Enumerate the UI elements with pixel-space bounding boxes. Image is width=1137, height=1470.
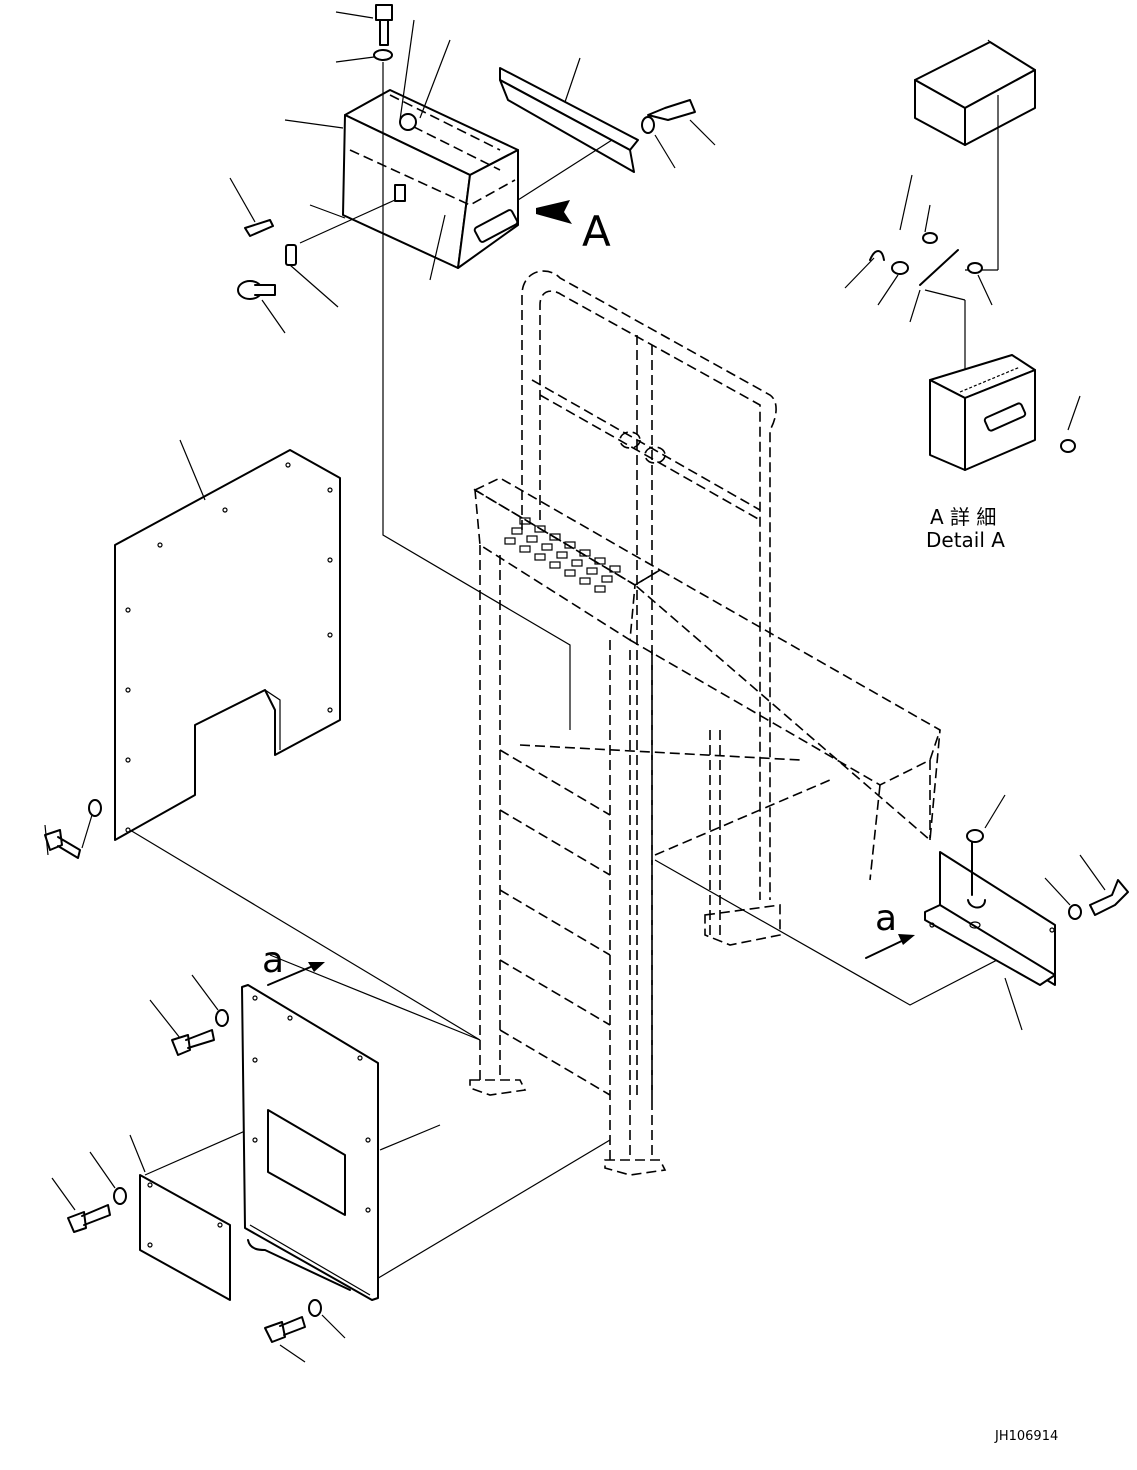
section-arrow-a-right: a: [865, 898, 915, 959]
bracket-bolt: [1044, 854, 1129, 920]
side-cover-bolt: [44, 799, 102, 859]
battery-box: [342, 89, 519, 281]
mounting-bracket-right: [924, 794, 1056, 1031]
inspection-cover-bolt: [51, 1151, 127, 1233]
lower-panel-bolt-top: [149, 974, 229, 1056]
section-arrow-a-label-right: a: [875, 898, 897, 939]
inspection-cover: [129, 1134, 231, 1301]
ladder-assembly: [469, 270, 941, 1176]
detail-a-label-en: Detail A: [926, 528, 1005, 552]
detail-a-label-jp: A 詳 細: [930, 505, 996, 529]
detail-a-view: A 詳 細 Detail A: [844, 39, 1081, 552]
lower-access-panel: [241, 984, 441, 1301]
platform-grating: [504, 517, 621, 593]
drawing-number: JH106914: [994, 1429, 1058, 1444]
view-arrow-A: A: [536, 200, 611, 256]
support-bracket-top: [499, 57, 716, 201]
side-cover-plate: [114, 439, 341, 841]
section-arrow-a-label-top: a: [262, 940, 284, 981]
battery-cover-bolt: [284, 4, 451, 129]
section-arrow-a-top: a: [262, 940, 325, 986]
view-arrow-A-label: A: [582, 207, 611, 256]
lower-panel-bolt-bottom: [264, 1299, 346, 1363]
battery-clamp-bolts: [229, 177, 396, 334]
